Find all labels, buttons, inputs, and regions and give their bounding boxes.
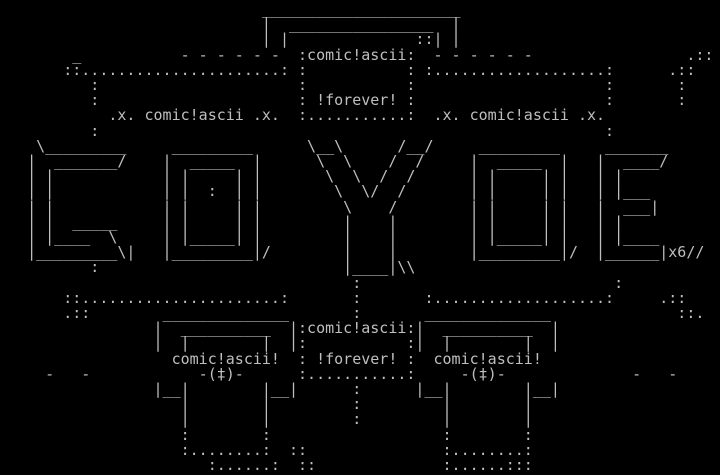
comic-ascii-logo-art: ______________________ | _______________… [27, 0, 714, 475]
ascii-art-screen: ______________________ | _______________… [27, 0, 714, 475]
